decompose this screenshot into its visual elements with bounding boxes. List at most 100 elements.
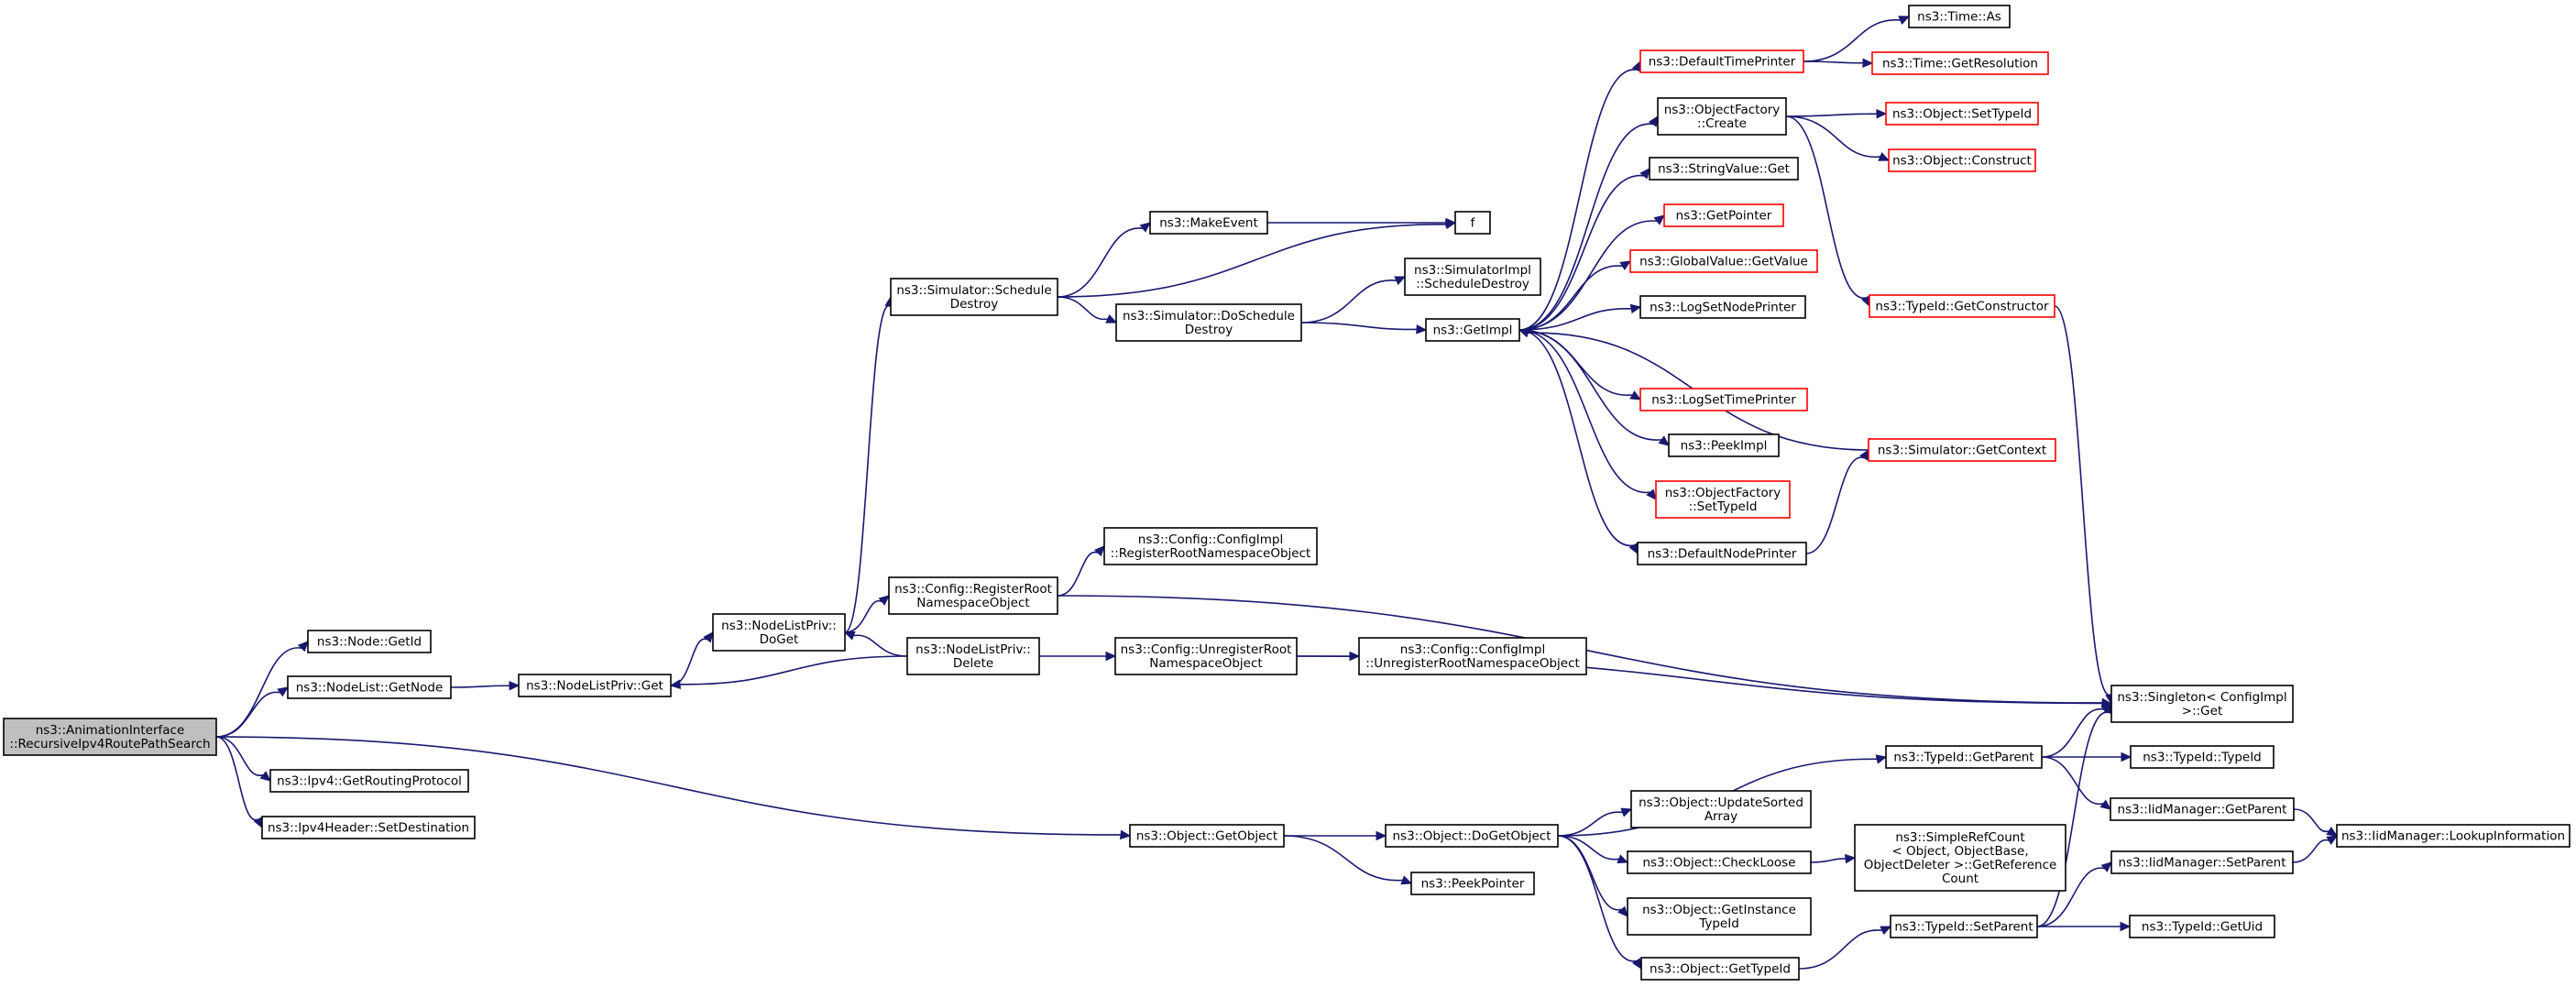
- edge-root-to-getnode: [215, 691, 280, 738]
- node-box: [1149, 211, 1268, 235]
- graph-node-getimpl[interactable]: ns3::GetImpl: [1425, 318, 1520, 342]
- graph-node-objGetObject[interactable]: ns3::Object::GetObject: [1129, 824, 1285, 848]
- node-box: [1425, 318, 1520, 342]
- edge-schedDestroy-to-makeevent: [1057, 227, 1144, 298]
- graph-node-typeIdTypeId[interactable]: ns3::TypeId::TypeId: [2130, 745, 2275, 769]
- graph-node-strValGet[interactable]: ns3::StringValue::Get: [1649, 157, 1799, 181]
- edge-typeIdGetCtor-to-singletonGet: [2054, 305, 2110, 696]
- node-label: NamespaceObject: [1149, 656, 1262, 671]
- node-label: ::RecursiveIpv4RoutePathSearch: [9, 737, 210, 751]
- node-label: ns3::GlobalValue::GetValue: [1639, 255, 1808, 269]
- graph-node-objGetTypeId[interactable]: ns3::Object::GetTypeId: [1640, 957, 1800, 981]
- graph-node-schedDestroy[interactable]: ns3::Simulator::ScheduleDestroy: [890, 278, 1058, 316]
- edge-root-to-setdest: [215, 736, 258, 821]
- arrowhead: [1093, 545, 1105, 557]
- node-label: ns3::NodeList::GetNode: [296, 681, 444, 696]
- edge-getimpl-to-objFactSetTypeId: [1518, 329, 1650, 494]
- node-box: [1385, 824, 1559, 848]
- arrowhead: [259, 771, 271, 782]
- graph-node-f[interactable]: f: [1454, 211, 1491, 235]
- graph-node-nlpget[interactable]: ns3::NodeListPriv::Get: [518, 674, 672, 697]
- arrowhead: [1658, 435, 1670, 446]
- node-label: >::Get: [2182, 704, 2222, 718]
- node-label: ns3::Object::DoGetObject: [1392, 829, 1551, 844]
- edge-nlpDelete-to-nlpget: [679, 655, 908, 685]
- arrowhead: [2100, 861, 2112, 872]
- graph-node-iidLookup[interactable]: ns3::IidManager::LookupInformation: [2336, 824, 2571, 848]
- node-label: ns3::Ipv4::GetRoutingProtocol: [277, 774, 462, 789]
- node-label: ns3::IidManager::LookupInformation: [2341, 829, 2565, 844]
- edge-nlpget-to-nlpdoget: [670, 638, 708, 686]
- node-box: [1410, 872, 1535, 895]
- graph-node-typeIdGetParent[interactable]: ns3::TypeId::GetParent: [1885, 745, 2043, 769]
- arrowhead: [509, 681, 521, 691]
- node-label: DoGet: [760, 632, 799, 647]
- node-box: [307, 630, 432, 653]
- graph-node-makeevent[interactable]: ns3::MakeEvent: [1149, 211, 1268, 235]
- arrowhead: [1898, 16, 1911, 25]
- graph-node-cfgRegister[interactable]: ns3::Config::RegisterRootNamespaceObject: [888, 576, 1058, 615]
- node-label: ns3::Simulator::GetContext: [1878, 444, 2046, 458]
- graph-node-getnode[interactable]: ns3::NodeList::GetNode: [287, 675, 452, 699]
- graph-node-objSetTypeId[interactable]: ns3::Object::SetTypeId: [1885, 102, 2039, 126]
- graph-node-objFactCreate[interactable]: ns3::ObjectFactory::Create: [1657, 97, 1787, 136]
- node-box: [1657, 97, 1787, 136]
- graph-node-typeIdGetUid[interactable]: ns3::TypeId::GetUid: [2129, 915, 2275, 938]
- edge-typeIdSetParent-to-singletonGet: [2036, 711, 2110, 927]
- edge-objDoGetObject-to-objGetTypeId: [1557, 835, 1637, 962]
- node-label: ::SetTypeId: [1689, 499, 1758, 514]
- graph-node-cfgUnregister[interactable]: ns3::Config::UnregisterRootNamespaceObje…: [1114, 637, 1298, 675]
- graph-node-singletonGet[interactable]: ns3::Singleton< ConfigImpl >::Get: [2110, 685, 2294, 723]
- graph-node-peekPointer[interactable]: ns3::PeekPointer: [1410, 872, 1535, 895]
- graph-node-simpleRefCount[interactable]: ns3::SimpleRefCount< Object, ObjectBase,…: [1854, 824, 2066, 892]
- node-label: ns3::LogSetTimePrinter: [1651, 393, 1796, 408]
- graph-node-cfgImplRegister[interactable]: ns3::Config::ConfigImpl::RegisterRootNam…: [1103, 527, 1318, 565]
- arrowhead: [1880, 926, 1892, 936]
- graph-node-getid[interactable]: ns3::Node::GetId: [307, 630, 432, 653]
- graph-node-defNodePrinter[interactable]: ns3::DefaultNodePrinter: [1637, 542, 1807, 565]
- arrowhead: [2099, 799, 2111, 810]
- edge-objCheckLoose-to-simpleRefCount: [1810, 858, 1847, 863]
- graph-node-nlpDelete[interactable]: ns3::NodeListPriv::Delete: [906, 637, 1040, 675]
- graph-node-globalValGet[interactable]: ns3::GlobalValue::GetValue: [1629, 249, 1818, 273]
- node-label: ns3::PeekImpl: [1681, 439, 1768, 454]
- node-label: ns3::Object::UpdateSorted: [1639, 795, 1803, 810]
- graph-node-objCheckLoose[interactable]: ns3::Object::CheckLoose: [1627, 850, 1812, 874]
- graph-node-objConstruct[interactable]: ns3::Object::Construct: [1888, 148, 2036, 172]
- node-box: [1854, 824, 2066, 892]
- edge-typeIdSetParent-to-iidSetParent: [2036, 867, 2105, 927]
- graph-node-setdest[interactable]: ns3::Ipv4Header::SetDestination: [261, 816, 476, 839]
- graph-node-typeIdSetParent[interactable]: ns3::TypeId::SetParent: [1890, 915, 2038, 938]
- graph-node-logSetTimePrinter[interactable]: ns3::LogSetTimePrinter: [1639, 388, 1808, 411]
- graph-node-timeAs[interactable]: ns3::Time::As: [1908, 5, 2011, 28]
- node-box: [1639, 388, 1808, 411]
- graph-node-simGetContext[interactable]: ns3::Simulator::GetContext: [1868, 438, 2056, 462]
- edge-cfgRegister-to-cfgImplRegister: [1057, 552, 1099, 597]
- edge-root-to-objGetObject: [215, 736, 1122, 836]
- edge-getimpl-to-globalValGet: [1518, 265, 1623, 331]
- graph-node-nlpdoget[interactable]: ns3::NodeListPriv::DoGet: [712, 613, 846, 652]
- graph-node-routing[interactable]: ns3::Ipv4::GetRoutingProtocol: [269, 769, 469, 793]
- node-box: [2336, 824, 2571, 848]
- node-label: ns3::TypeId::GetUid: [2142, 920, 2263, 935]
- graph-node-defTimePrinter[interactable]: ns3::DefaultTimePrinter: [1639, 49, 1804, 73]
- graph-node-simImplSched[interactable]: ns3::SimulatorImpl::ScheduleDestroy: [1404, 258, 1541, 296]
- graph-node-objFactSetTypeId[interactable]: ns3::ObjectFactory::SetTypeId: [1655, 480, 1791, 519]
- edge-objFactCreate-to-objConstruct: [1785, 115, 1880, 158]
- graph-node-iidGetParent[interactable]: ns3::IidManager::GetParent: [2110, 797, 2295, 821]
- graph-node-getPointer[interactable]: ns3::GetPointer: [1663, 203, 1784, 227]
- graph-node-peekImpl[interactable]: ns3::PeekImpl: [1668, 433, 1780, 457]
- graph-node-objDoGetObject[interactable]: ns3::Object::DoGetObject: [1385, 824, 1559, 848]
- graph-node-logSetNodePrinter[interactable]: ns3::LogSetNodePrinter: [1639, 295, 1806, 319]
- graph-node-typeIdGetCtor[interactable]: ns3::TypeId::GetConstructor: [1869, 294, 2055, 318]
- graph-node-cfgImplUnregister[interactable]: ns3::Config::ConfigImpl::UnregisterRootN…: [1358, 637, 1587, 675]
- graph-node-timeGetRes[interactable]: ns3::Time::GetResolution: [1871, 51, 2049, 75]
- node-label: ns3::PeekPointer: [1421, 877, 1525, 892]
- graph-node-iidSetParent[interactable]: ns3::IidManager::SetParent: [2110, 850, 2294, 874]
- arrowhead: [1119, 829, 1132, 840]
- graph-node-root: ns3::AnimationInterface::RecursiveIpv4Ro…: [3, 718, 217, 756]
